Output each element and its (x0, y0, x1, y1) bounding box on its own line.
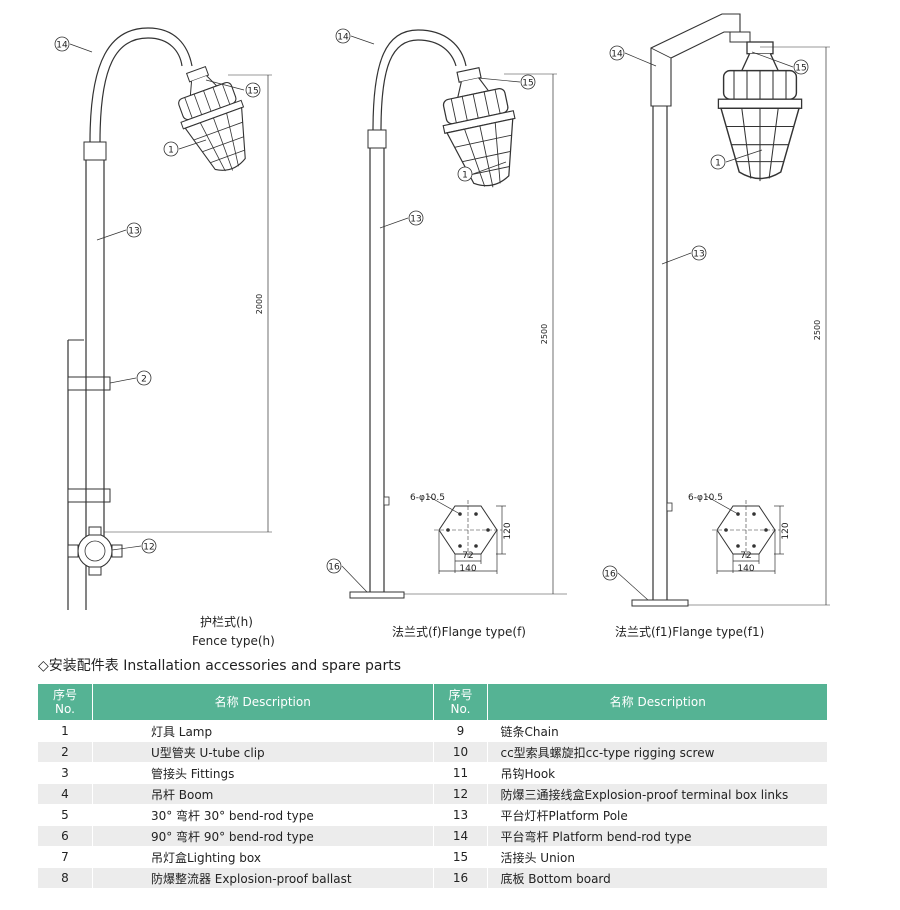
dim-holes-f1: 6-φ10.5 (688, 493, 723, 503)
cell-no: 2 (37, 741, 93, 763)
cell-desc: 吊杆 Boom (91, 783, 434, 805)
callout-14-f1: 14 (611, 50, 623, 60)
dim-120-f1: 120 (781, 522, 791, 539)
installation-drawings: 2000 14 15 1 13 2 12 2 (54, 13, 830, 610)
dim-72-f: 72 (462, 551, 473, 561)
dim-holes-f: 6-φ10.5 (410, 493, 445, 503)
callout-15-f1: 15 (795, 64, 806, 74)
cell-desc: 平台灯杆Platform Pole (487, 804, 828, 826)
cell-desc: 防爆三通接线盒Explosion-proof terminal box link… (487, 783, 828, 805)
callout-1-f1: 1 (715, 159, 721, 169)
cell-desc: 链条Chain (487, 720, 828, 742)
figure-flange-type-f: 2500 6-φ10.5 120 72 140 14 15 1 13 16 (326, 28, 567, 599)
cell-desc: 30° 弯杆 30° bend-rod type (91, 804, 434, 826)
callout-12-h: 12 (143, 543, 154, 553)
caption-fence-en: Fence type(h) (192, 634, 275, 648)
dim-72-f1: 72 (740, 551, 751, 561)
cell-desc: 底板 Bottom board (487, 867, 828, 889)
cell-desc: 灯具 Lamp (91, 720, 434, 742)
cell-desc: 90° 弯杆 90° bend-rod type (91, 825, 434, 847)
callout-13-f1: 13 (693, 250, 704, 260)
cell-no: 14 (432, 825, 489, 847)
cell-no: 16 (432, 867, 489, 889)
cell-desc: U型管夹 U-tube clip (91, 741, 434, 763)
callout-13-f: 13 (410, 215, 421, 225)
cell-no: 1 (37, 720, 93, 742)
callout-13-h: 13 (128, 227, 139, 237)
cell-no: 10 (432, 741, 489, 763)
cell-no: 8 (37, 867, 93, 889)
dim-height-f: 2500 (540, 324, 549, 344)
caption-flange-f1: 法兰式(f1)Flange type(f1) (615, 625, 765, 639)
callout-14-h: 14 (56, 41, 68, 51)
figure-fence-type-h: 2000 14 15 1 13 2 12 (54, 27, 272, 610)
cell-desc: 吊灯盒Lighting box (91, 846, 434, 868)
cell-no: 6 (37, 825, 93, 847)
callout-1-h: 1 (168, 146, 174, 156)
callout-14-f: 14 (337, 33, 349, 43)
cell-desc: 防爆整流器 Explosion-proof ballast (91, 867, 434, 889)
section-title: ◇安装配件表 Installation accessories and spar… (38, 658, 402, 674)
callout-16-f: 16 (328, 563, 340, 573)
cell-no: 4 (37, 783, 93, 805)
figure-flange-type-f1: 2500 6-φ10.5 120 72 140 14 15 1 13 16 (602, 13, 830, 607)
header-desc-left: 名称 Description (91, 683, 434, 721)
callout-2-h: 2 (141, 375, 147, 385)
cell-desc: 平台弯杆 Platform bend-rod type (487, 825, 828, 847)
callout-16-f1: 16 (604, 570, 616, 580)
callout-1-f: 1 (462, 171, 468, 181)
dim-120-f: 120 (503, 522, 513, 539)
cell-no: 7 (37, 846, 93, 868)
cell-no: 11 (432, 762, 489, 784)
caption-fence-cn: 护栏式(h) (200, 615, 253, 629)
cell-desc: 吊钩Hook (487, 762, 828, 784)
dim-height-f1: 2500 (813, 320, 822, 340)
cell-no: 5 (37, 804, 93, 826)
caption-flange-f: 法兰式(f)Flange type(f) (392, 625, 526, 639)
cell-desc: cc型索具螺旋扣cc-type rigging screw (487, 741, 828, 763)
dim-140-f: 140 (459, 564, 476, 574)
cell-desc: 管接头 Fittings (91, 762, 434, 784)
cell-no: 3 (37, 762, 93, 784)
dim-140-f1: 140 (737, 564, 754, 574)
cell-desc: 活接头 Union (487, 846, 828, 868)
dim-height-h: 2000 (255, 294, 264, 314)
callout-15-h: 15 (247, 87, 258, 97)
cell-no: 12 (432, 783, 489, 805)
callout-15-f: 15 (522, 79, 533, 89)
header-desc-right: 名称 Description (487, 683, 828, 721)
cell-no: 15 (432, 846, 489, 868)
cell-no: 13 (432, 804, 489, 826)
cell-no: 9 (432, 720, 489, 742)
